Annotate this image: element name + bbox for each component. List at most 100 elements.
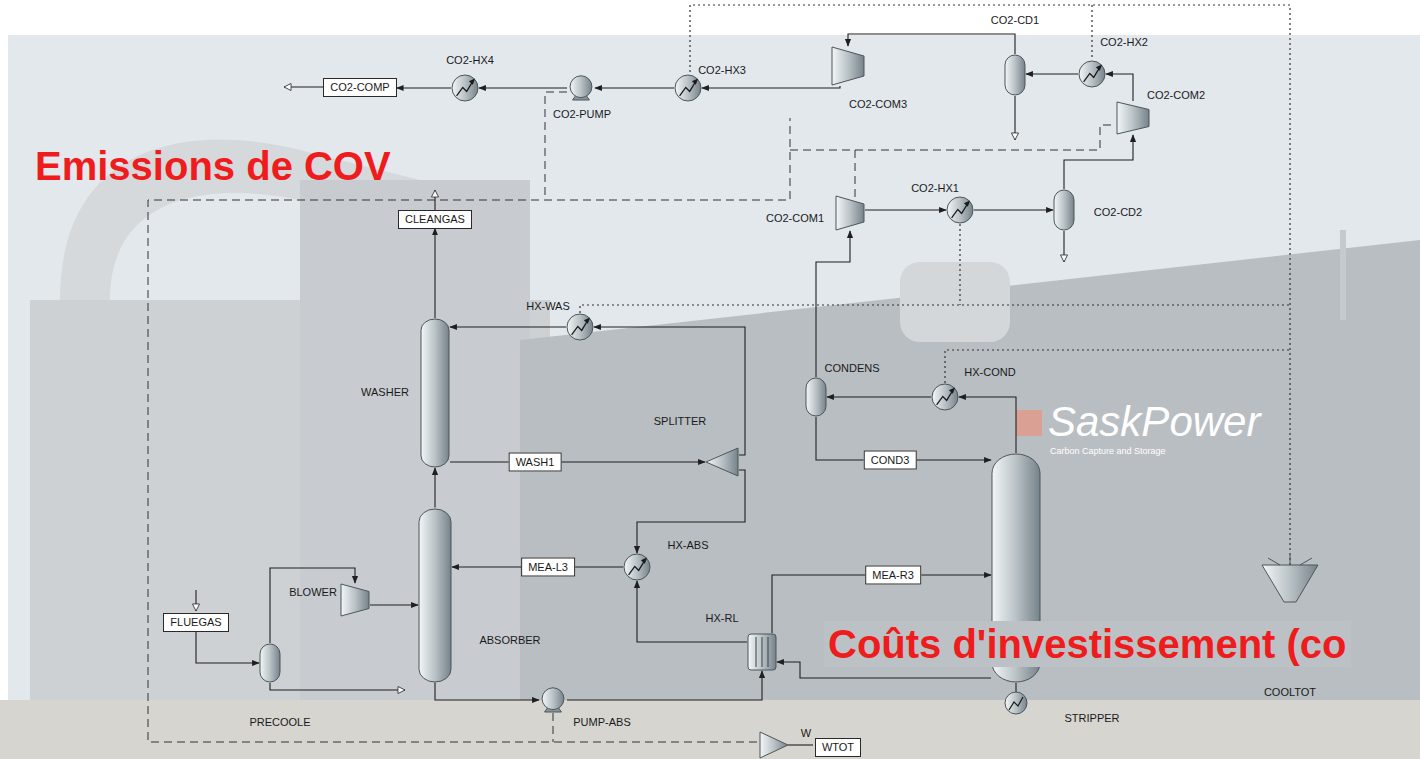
block-label: STRIPPER xyxy=(1064,712,1119,725)
block-label: CO2-CD1 xyxy=(991,14,1039,27)
process-stream xyxy=(865,209,946,210)
equipment-icon xyxy=(805,377,827,417)
process-stream xyxy=(567,671,762,700)
heater-symbol xyxy=(572,320,588,335)
photo-tower xyxy=(300,180,530,700)
block-label: COOLTOT xyxy=(1264,686,1316,699)
column-symbol xyxy=(419,509,451,682)
equipment-icon xyxy=(259,643,281,683)
block-label: WASHER xyxy=(361,386,409,399)
splitter-symbol xyxy=(706,448,738,476)
process-stream xyxy=(450,326,566,327)
equipment-icon xyxy=(1078,60,1106,88)
equipment-icon xyxy=(418,508,452,683)
pump-symbol xyxy=(570,76,592,98)
reboiler-symbol xyxy=(1005,692,1027,714)
equipment-icon xyxy=(674,74,702,102)
equipment-block: HX-RL xyxy=(747,633,777,671)
flash-drum-symbol xyxy=(806,378,826,416)
compressor-symbol xyxy=(836,196,864,230)
process-stream xyxy=(637,470,745,553)
equipment-block: WASHER xyxy=(420,318,450,468)
stream-label: COND3 xyxy=(864,451,917,470)
equipment-block: CO2-COM2 xyxy=(1116,101,1150,135)
equipment-block: HX-ABS xyxy=(623,553,651,581)
block-label: CONDENS xyxy=(824,362,879,375)
exchanger-symbol xyxy=(762,637,763,667)
equipment-block: CO2-HX1 xyxy=(946,196,974,224)
callout-title: Emissions de COV xyxy=(35,143,391,189)
equipment-icon xyxy=(451,74,479,102)
exchanger-symbol xyxy=(748,634,776,670)
process-stream xyxy=(595,87,674,88)
flash-drum-symbol xyxy=(1054,190,1074,230)
photo-logo xyxy=(1016,410,1042,436)
heater-symbol xyxy=(1096,64,1102,70)
stream-label: FLUEGAS xyxy=(170,616,221,629)
process-stream xyxy=(1064,135,1133,189)
heater-symbol xyxy=(1079,61,1105,87)
block-label: CO2-PUMP xyxy=(553,108,611,121)
block-label: PRECOOLE xyxy=(249,716,310,729)
equipment-icon xyxy=(340,583,370,617)
equipment-block: CO2-COM3 xyxy=(831,46,865,86)
process-stream xyxy=(1106,74,1133,101)
heater-symbol xyxy=(641,557,647,563)
feed-arrow xyxy=(195,590,196,611)
equipment-block: CO2-CD2 xyxy=(1053,189,1075,231)
heater-symbol xyxy=(692,78,698,84)
process-stream xyxy=(435,683,539,701)
process-stream xyxy=(370,604,418,605)
pump-symbol xyxy=(542,688,564,710)
reboiler-symbol xyxy=(1009,697,1023,710)
heater-symbol xyxy=(452,75,478,101)
equipment-block: HX-WAS xyxy=(566,313,594,341)
block-label: CO2-HX1 xyxy=(911,182,959,195)
work-line xyxy=(790,125,1116,150)
equipment-icon xyxy=(946,196,974,224)
work-mixer-symbol xyxy=(760,732,788,758)
photo-ground xyxy=(0,700,1420,759)
work-line xyxy=(855,150,856,199)
equipment-icon xyxy=(420,318,450,468)
heater-symbol xyxy=(567,314,593,340)
outlet-arrow xyxy=(1063,231,1064,262)
heater-symbol xyxy=(680,81,696,96)
heat-streams xyxy=(580,5,1290,565)
equipment-icon xyxy=(835,195,865,231)
block-label: CO2-HX2 xyxy=(1100,36,1148,49)
photo-building xyxy=(520,240,1420,705)
heater-symbol xyxy=(469,78,475,84)
watermark: Carbon Capture and Storage xyxy=(1050,446,1166,457)
process-stream xyxy=(434,468,435,508)
stream-box: FLUEGAS xyxy=(163,613,228,632)
equipment-block: PRECOOLE xyxy=(259,643,281,683)
process-stream xyxy=(702,86,840,88)
photo-sky xyxy=(8,35,1420,759)
equipment-icon xyxy=(623,553,651,581)
equipment-block: CO2-PUMP xyxy=(567,75,595,101)
outlet-arrow xyxy=(284,86,325,87)
equipment-block: CO2-HX4 xyxy=(451,74,479,102)
block-label: CO2-COM2 xyxy=(1147,89,1205,102)
stream-label: MEA-R3 xyxy=(865,566,921,585)
heat-line xyxy=(690,5,1290,565)
equipment-block: ABSORBER xyxy=(418,508,452,683)
process-stream xyxy=(196,632,259,664)
equipment-block: SPLITTER xyxy=(705,447,739,477)
block-label: PUMP-ABS xyxy=(573,716,630,729)
equipment-icon xyxy=(747,633,777,671)
heat-line xyxy=(959,224,960,305)
equipment-block: CO2-HX2 xyxy=(1078,60,1106,88)
process-stream xyxy=(1026,73,1078,74)
outlet-arrow xyxy=(270,683,405,690)
process-stream xyxy=(450,461,705,462)
flash-drum-symbol xyxy=(1005,55,1025,95)
work-line xyxy=(148,118,790,742)
heater-symbol xyxy=(947,197,973,223)
outlet-arrow xyxy=(1014,96,1015,140)
process-stream xyxy=(637,581,747,642)
stream-box: WTOT xyxy=(815,738,861,757)
equipment-icon xyxy=(1116,101,1150,135)
